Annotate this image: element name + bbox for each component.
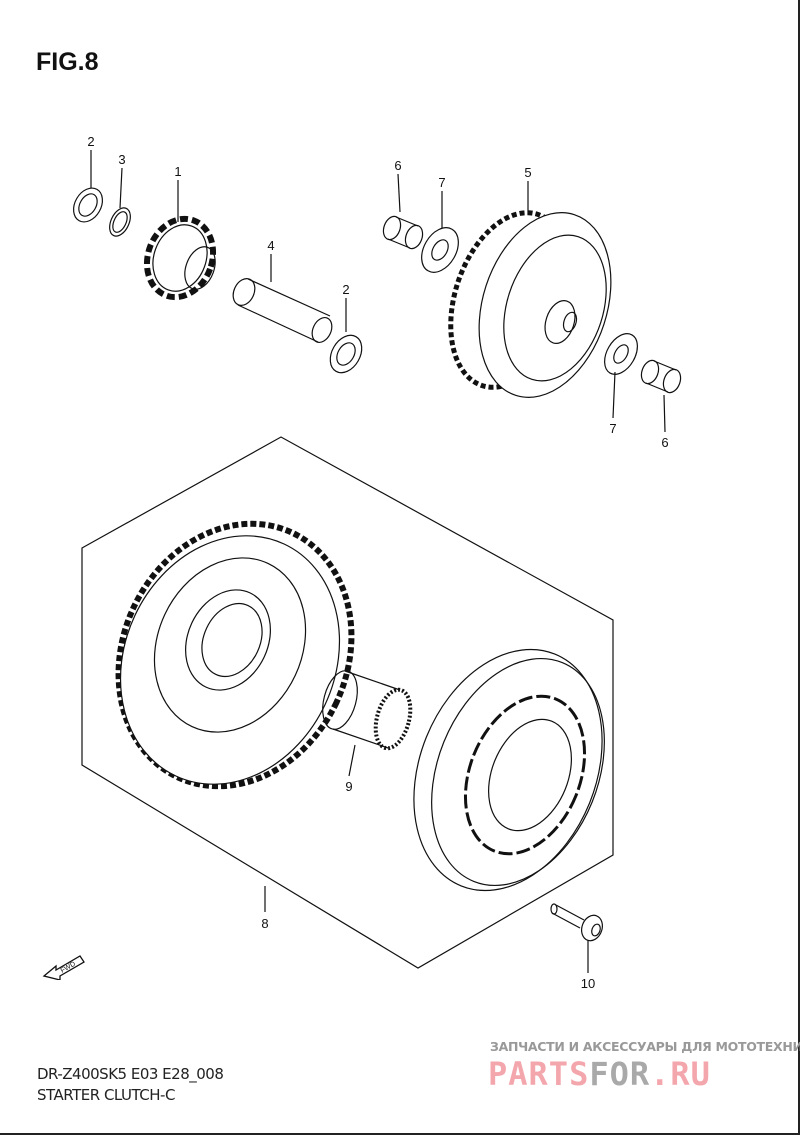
callout-9: 9 [345,779,352,794]
part-3-circlip [109,207,131,237]
watermark-logo-for: FOR [589,1055,651,1093]
figure-title: FIG.8 [36,48,99,76]
leader-lines [90,150,666,973]
callout-7: 7 [438,175,445,190]
callout-6: 6 [394,158,401,173]
part-6-bushing [640,359,682,394]
part-2-washer [72,187,104,223]
part-7-washer [421,227,459,273]
fwd-arrow-icon: FWD [42,952,86,985]
callout-1: 1 [174,164,181,179]
part-8-starter-clutch-gear [115,520,355,790]
part-6-bushing [382,215,424,250]
diagram-name: STARTER CLUTCH-C [37,1086,175,1104]
part-2-washer [329,334,363,374]
part-5-driven-gear [448,210,612,398]
assembly-8-outline [81,436,614,969]
part-9-needle-bearing [322,670,413,751]
part-4-shaft [232,278,333,343]
callout-2: 2 [87,134,94,149]
callout-8: 8 [261,916,268,931]
callout-4: 4 [267,238,274,253]
callout-5: 5 [524,165,531,180]
watermark-tagline: ЗАПЧАСТИ И АКСЕССУАРЫ ДЛЯ МОТОТЕХНИКИ [490,1039,800,1054]
callout-3: 3 [118,152,125,167]
part-1-gear [143,215,217,301]
watermark-logo: PARTSFOR.RU [488,1058,711,1090]
callout-6: 6 [661,435,668,450]
starter-clutch-one-way [413,648,605,892]
part-10-bolt [550,903,603,942]
model-code: DR-Z400SK5 E03 E28_008 [37,1065,224,1083]
watermark-logo-ru: .RU [650,1055,711,1093]
callout-2: 2 [342,282,349,297]
fwd-label: FWD [60,961,77,975]
callout-7: 7 [609,421,616,436]
part-7-washer [604,333,638,375]
callout-10: 10 [581,976,595,991]
watermark-logo-parts: PARTS [488,1055,590,1093]
